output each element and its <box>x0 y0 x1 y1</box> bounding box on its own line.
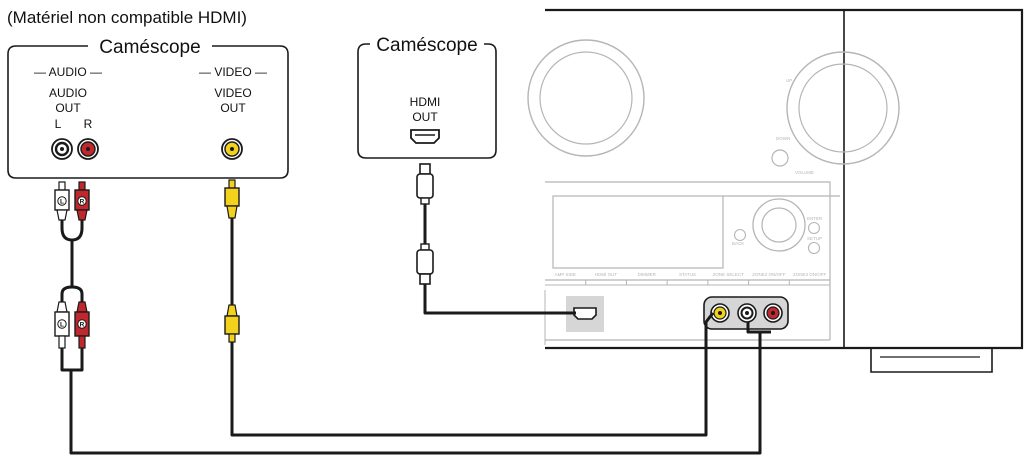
receiver-audio-l-jack-pin <box>745 311 749 315</box>
plug-l-label-bottom: L <box>60 322 64 329</box>
volume-up-label: UP <box>786 78 792 83</box>
cursor-dial-outer <box>752 198 806 252</box>
audio-channel-r: R <box>84 117 93 131</box>
video-cable <box>230 312 715 437</box>
camcorder-analog-box <box>7 45 289 179</box>
panel-button-label: ZONE SELECT <box>713 272 745 277</box>
panel-button-label: ZONE2 ON/OFF <box>752 272 786 277</box>
panel-button-label: ZONE3 ON/OFF <box>793 272 827 277</box>
hdmi-plug-bottom <box>416 243 434 285</box>
volume-label: VOLUME <box>795 170 814 175</box>
audio-channel-l: L <box>55 117 62 131</box>
audio-out-label-1: AUDIO <box>49 86 87 100</box>
volume-knob-inner <box>798 63 888 153</box>
plug-r-label-bottom: R <box>80 322 85 329</box>
camcorder-audio-r-pin <box>86 147 90 151</box>
camcorder-analog: (Matériel non compatible HDMI) Caméscope… <box>7 8 289 179</box>
audio-group-label: — AUDIO — <box>34 65 102 79</box>
av-receiver: UP DOWN VOLUME BACK ENTER SETUP AMP SIDE… <box>527 8 1024 373</box>
video-out-label-2: OUT <box>220 101 246 115</box>
camcorder-hdmi: Caméscope HDMI OUT <box>357 35 497 159</box>
enter-label: ENTER <box>807 216 823 221</box>
cursor-dial-inner <box>761 207 797 243</box>
camcorder-hdmi-port <box>410 129 440 144</box>
audio-out-label-2: OUT <box>55 101 81 115</box>
receiver-foot <box>870 348 993 373</box>
back-button <box>733 228 747 242</box>
audio-join-bottom <box>60 348 84 372</box>
camcorder-hdmi-title: Caméscope <box>376 35 477 56</box>
volume-knob-outer <box>786 51 900 165</box>
audio-cable <box>69 330 771 455</box>
panel-button-label: AMP SIDE <box>555 272 576 277</box>
setup-button <box>807 241 821 255</box>
front-display <box>552 195 724 269</box>
hdmi-plug-top <box>416 163 434 205</box>
audio-plug-l-top: L <box>54 181 70 221</box>
back-label: BACK <box>732 241 744 246</box>
receiver-outline <box>545 8 1024 350</box>
panel-button-label: DIMMER <box>638 272 657 277</box>
panel-button-label: STATUS <box>679 272 696 277</box>
setup-label: SETUP <box>807 236 822 241</box>
camcorder-analog-title: Caméscope <box>99 37 200 58</box>
cables <box>60 196 771 455</box>
video-plug-bottom <box>224 304 240 343</box>
receiver-video-jack-pin <box>718 311 722 315</box>
volume-down-label: DOWN <box>776 136 790 141</box>
audio-plug-l-bottom: L <box>54 301 70 349</box>
audio-split-top <box>60 218 84 242</box>
enter-button <box>807 221 821 235</box>
plugs: L R L R <box>54 163 434 349</box>
audio-plug-r-top: R <box>74 181 90 221</box>
panel-button-label: HDMI OUT <box>595 272 617 277</box>
hdmi-out-label-2: OUT <box>412 110 438 124</box>
hdmi-out-label-1: HDMI <box>410 95 441 109</box>
video-plug-top <box>224 179 240 219</box>
video-group-label: — VIDEO — <box>199 65 267 79</box>
camcorder-video-pin <box>230 147 234 151</box>
audio-split-bottom <box>60 285 84 302</box>
dimmer-small-knob <box>771 149 789 167</box>
hdmi-cable <box>423 282 576 315</box>
plug-l-label-top: L <box>60 199 64 206</box>
receiver-audio-r-jack-pin <box>771 311 775 315</box>
panel-step-line <box>545 181 840 197</box>
audio-plug-r-bottom: R <box>74 301 90 349</box>
panel-button-row: AMP SIDE HDMI OUT DIMMER STATUS ZONE SELECT Z… <box>555 272 827 285</box>
plug-r-label-top: R <box>80 199 85 206</box>
input-knob-inner <box>539 51 633 145</box>
compatibility-note: (Matériel non compatible HDMI) <box>7 8 247 27</box>
camcorder-audio-l-pin <box>60 147 64 151</box>
input-knob-outer <box>527 39 645 157</box>
audio-cable-l-branch <box>746 322 760 334</box>
camcorder-hdmi-box <box>357 43 497 159</box>
receiver-hdmi-port <box>573 307 597 320</box>
video-out-label-1: VIDEO <box>214 86 251 100</box>
